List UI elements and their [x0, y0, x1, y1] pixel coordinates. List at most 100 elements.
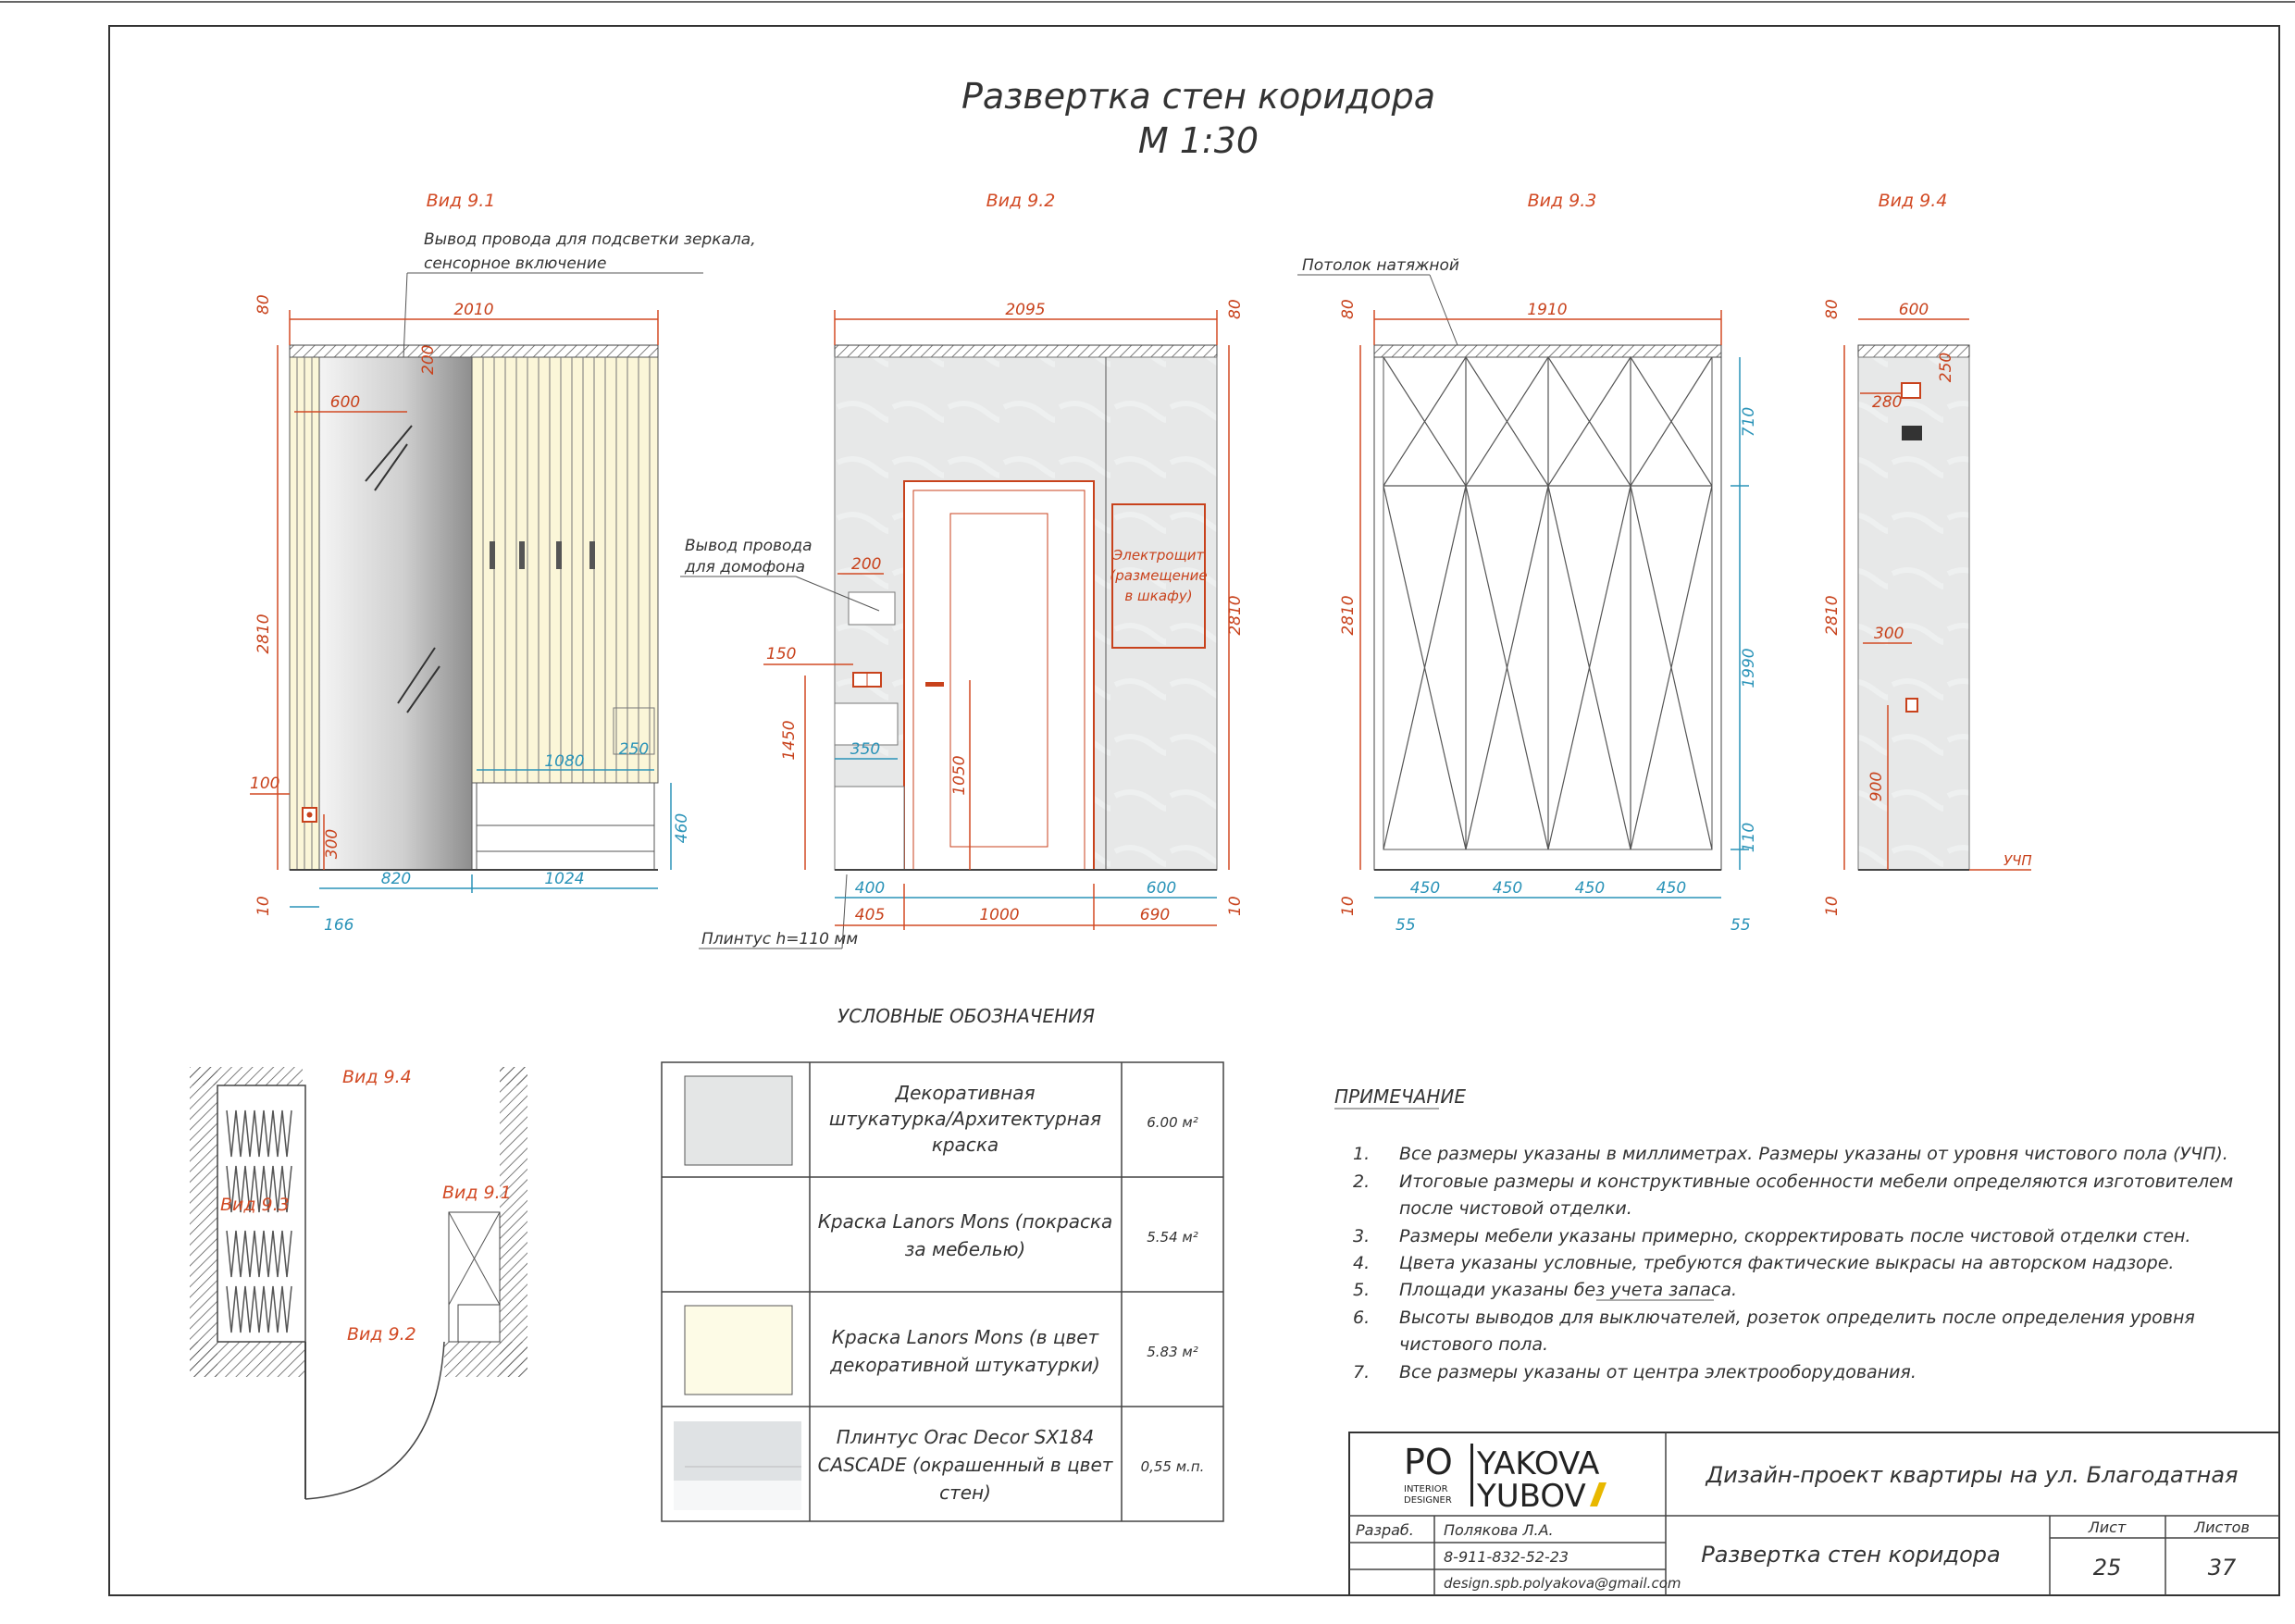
plan-label-9-4: Вид 9.4	[342, 1067, 412, 1087]
svg-text:DESIGNER: DESIGNER	[1404, 1495, 1452, 1506]
dim-v3-top: 80	[1339, 299, 1358, 319]
dim-v1-250: 250	[619, 740, 649, 759]
dim-v2-350: 350	[850, 740, 880, 759]
dim-v4-height: 2810	[1823, 595, 1842, 635]
dim-v2-top: 80	[1226, 299, 1245, 319]
note-5-l1: Площади указаны без учета запаса.	[1399, 1280, 1737, 1300]
plan-label-9-3: Вид 9.3	[220, 1195, 290, 1215]
note-6-l1: Высоты выводов для выключателей, розеток…	[1399, 1308, 2195, 1328]
svg-text:YAKOVA: YAKOVA	[1476, 1445, 1599, 1482]
legend-swatch-3	[684, 1305, 793, 1395]
dim-v4-top: 80	[1823, 299, 1842, 319]
dim-v1-300: 300	[323, 829, 341, 859]
author-phone: 8-911-832-52-23	[1444, 1548, 1569, 1566]
dim-v2-1000: 1000	[979, 906, 1019, 924]
plan-label-9-1: Вид 9.1	[442, 1183, 512, 1203]
dim-v3-450a: 450	[1410, 879, 1440, 898]
electric-panel	[1111, 503, 1206, 649]
note-panel-2: (размещение	[1110, 567, 1207, 584]
note-4-l1: Цвета указаны условные, требуются фактич…	[1399, 1253, 2174, 1273]
dim-v2-690: 690	[1140, 906, 1170, 924]
legend-row3-l1: Краска Lanors Mons (в цвет	[832, 1326, 1100, 1348]
dim-v2-400: 400	[855, 879, 885, 898]
legend-row1-l3: краска	[932, 1134, 999, 1156]
legend-row3-l2: декоративной штукатурки)	[829, 1354, 1100, 1376]
svg-text:PO: PO	[1404, 1442, 1453, 1482]
dim-v2-width: 2095	[1005, 301, 1045, 319]
author-name: Полякова Л.А.	[1444, 1521, 1554, 1539]
dim-v3-10: 10	[1339, 896, 1358, 916]
dim-v1-1080: 1080	[544, 752, 584, 771]
legend-row4-qty: 0,55 м.п.	[1141, 1458, 1205, 1475]
dim-v3-55a: 55	[1396, 916, 1416, 935]
elevation-view-9-3: Потолок натяжной 1910 80 2810 710 1990 1…	[1297, 256, 1758, 935]
note-6-l2: чистового пола.	[1399, 1334, 1548, 1355]
dim-v2-1450: 1450	[780, 720, 799, 760]
entrance-door	[903, 480, 1095, 871]
svg-text:INTERIOR: INTERIOR	[1404, 1484, 1448, 1494]
legend-row2-l2: за мебелью)	[905, 1238, 1026, 1260]
dim-v4-280: 280	[1872, 393, 1902, 412]
plan-label-9-2: Вид 9.2	[347, 1324, 416, 1345]
note-plinth: Плинтус h=110 мм	[701, 930, 858, 948]
dim-v4-width: 600	[1899, 301, 1929, 319]
view-label-9-1: Вид 9.1	[427, 191, 496, 211]
sheet-number: 25	[2093, 1555, 2122, 1581]
dim-v4-900: 900	[1867, 772, 1886, 801]
note-2-l1: Итоговые размеры и конструктивные особен…	[1399, 1172, 2233, 1192]
dim-v3-55b: 55	[1731, 916, 1751, 935]
dim-v1-top: 80	[254, 294, 273, 315]
legend-row4-l2: CASCADE (окрашенный в цвет	[818, 1454, 1114, 1476]
note-6-n: 6.	[1353, 1308, 1370, 1328]
legend-row1-qty: 6.00 м²	[1147, 1114, 1198, 1131]
corridor-plan: Вид 9.4 Вид 9.3 Вид 9.1 Вид 9.2	[190, 1067, 527, 1500]
note-mirror-wire-1: Вывод провода для подсветки зеркала,	[424, 230, 756, 249]
sheets-label: Листов	[2193, 1519, 2250, 1536]
dim-v2-1050: 1050	[950, 755, 969, 795]
dim-v4-300: 300	[1874, 625, 1904, 643]
dim-v3-width: 1910	[1527, 301, 1567, 319]
legend-swatch-1	[684, 1075, 793, 1166]
project-name: Дизайн-проект квартиры на ул. Благодатна…	[1706, 1462, 2239, 1488]
dim-v1-1024: 1024	[544, 870, 584, 888]
note-1-n: 1.	[1353, 1144, 1370, 1164]
note-7-l1: Все размеры указаны от центра электрообо…	[1399, 1362, 1917, 1382]
legend-row2-l1: Краска Lanors Mons (покраска	[818, 1210, 1113, 1233]
notes: ПРИМЕЧАНИЕ 1. Все размеры указаны в милл…	[1334, 1085, 2233, 1382]
note-ceiling: Потолок натяжной	[1302, 256, 1459, 275]
dim-v1-166: 166	[324, 916, 354, 935]
dim-v2-10: 10	[1226, 896, 1245, 916]
note-5-n: 5.	[1353, 1280, 1370, 1300]
legend-heading: УСЛОВНЫЕ ОБОЗНАЧЕНИЯ	[837, 1005, 1095, 1027]
dim-v1-height: 2810	[254, 614, 273, 653]
note-4-n: 4.	[1353, 1253, 1370, 1273]
note-intercom-1: Вывод провода	[685, 537, 813, 555]
dim-v1-200: 200	[419, 345, 438, 375]
dim-v2-200: 200	[851, 555, 881, 574]
note-2-l2: после чистовой отделки.	[1399, 1198, 1632, 1219]
dim-v2-height: 2810	[1226, 595, 1245, 635]
logo: PO YAKOVA INTERIOR DESIGNER YUBOV	[1404, 1442, 1606, 1515]
legend-row2-qty: 5.54 м²	[1147, 1229, 1198, 1246]
dim-v3-height: 2810	[1339, 595, 1358, 635]
drawing-title: Развертка стен коридора	[961, 76, 1435, 117]
note-ucp: УЧП	[2003, 852, 2032, 869]
note-mirror-wire-2: сенсорное включение	[424, 254, 606, 273]
dim-v3-110: 110	[1740, 823, 1758, 852]
legend: УСЛОВНЫЕ ОБОЗНАЧЕНИЯ Декоративная штукат…	[661, 1005, 1224, 1522]
dim-v1-600: 600	[330, 393, 360, 412]
legend-row3-qty: 5.83 м²	[1147, 1344, 1198, 1360]
elevation-view-9-4: УЧП 600 80 2810 250 280 300 900 10	[1823, 299, 2032, 916]
note-2-n: 2.	[1353, 1172, 1370, 1192]
dim-v3-1990: 1990	[1740, 648, 1758, 688]
dim-v2-405: 405	[855, 906, 885, 924]
svg-text:YUBOV: YUBOV	[1476, 1478, 1586, 1515]
note-intercom-2: для домофона	[684, 558, 805, 576]
dim-v3-450c: 450	[1575, 879, 1605, 898]
note-7-n: 7.	[1353, 1362, 1370, 1382]
dim-v3-710: 710	[1740, 407, 1758, 437]
dim-v2-600: 600	[1147, 879, 1176, 898]
dim-v4-250: 250	[1937, 353, 1955, 382]
note-1-l1: Все размеры указаны в миллиметрах. Разме…	[1399, 1144, 2228, 1164]
